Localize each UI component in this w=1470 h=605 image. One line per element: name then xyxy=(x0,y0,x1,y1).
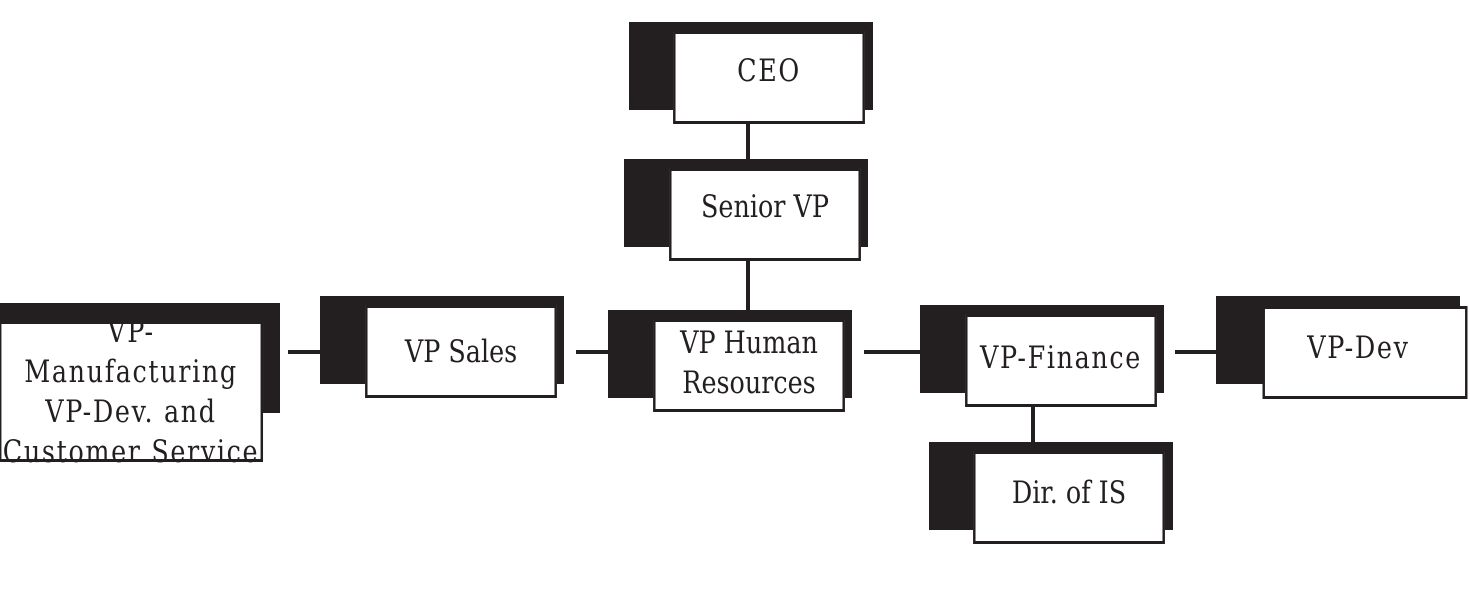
vp-dev-box: VP-Dev xyxy=(1262,306,1468,399)
senior-vp-box: Senior VP xyxy=(669,168,861,261)
vp-sales-box: VP Sales xyxy=(365,305,557,398)
vp-sales-label: VP Sales xyxy=(404,333,518,370)
connector-finance-dev xyxy=(1175,350,1218,354)
ceo-box: CEO xyxy=(673,31,865,124)
connector-senior-vp-hr xyxy=(746,259,750,321)
vp-finance-box: VP-Finance xyxy=(965,314,1157,407)
connector-hr-finance xyxy=(864,350,922,354)
vp-human-resources-box: VP Human Resources xyxy=(653,319,845,412)
connector-manufacturing-sales xyxy=(288,350,322,354)
vp-dev-label: VP-Dev xyxy=(1307,329,1410,366)
ceo-label: CEO xyxy=(737,52,801,89)
vp-finance-label: VP-Finance xyxy=(979,339,1143,376)
vp-manufacturing-label: VP-Manufacturing VP-Dev. and Customer Se… xyxy=(2,313,260,470)
dir-is-box: Dir. of IS xyxy=(973,451,1165,544)
connector-finance-dir-is xyxy=(1031,405,1035,444)
vp-human-resources-label: VP Human Resources xyxy=(680,324,818,401)
connector-ceo-senior-vp xyxy=(746,122,750,170)
senior-vp-label: Senior VP xyxy=(701,188,829,225)
dir-is-label: Dir. of IS xyxy=(1011,474,1127,511)
connector-sales-hr xyxy=(576,350,610,354)
vp-manufacturing-box: VP-Manufacturing VP-Dev. and Customer Se… xyxy=(0,314,264,470)
